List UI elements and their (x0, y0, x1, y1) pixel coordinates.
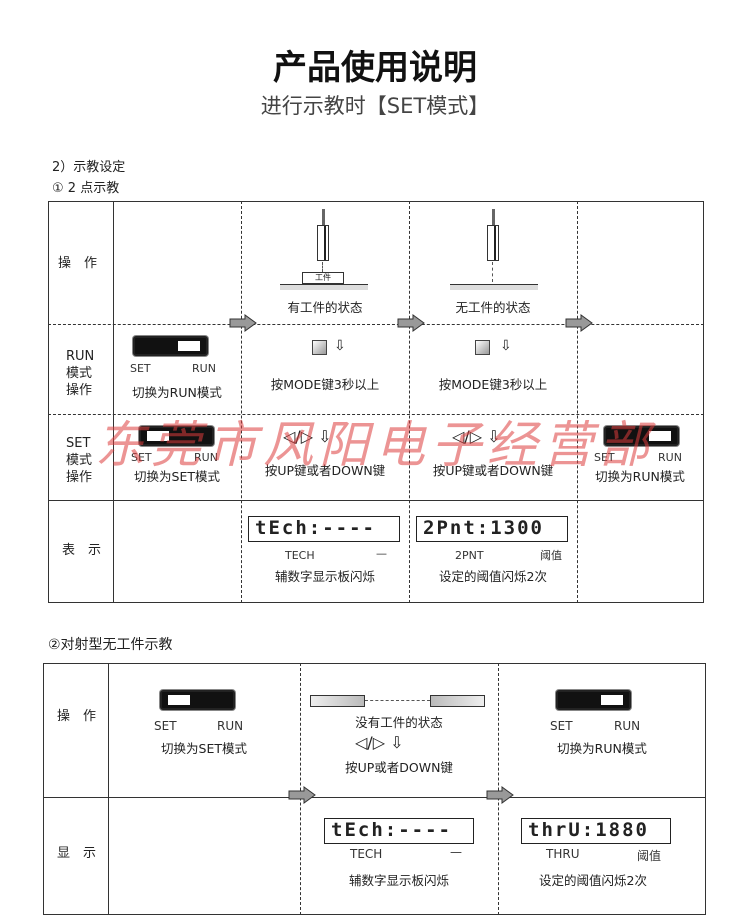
mode-switch-run[interactable] (133, 336, 208, 356)
arrow-right-icon (229, 314, 257, 332)
lcd-display-tech: tEch:---- (324, 818, 474, 844)
arrow-right-icon (288, 786, 316, 804)
switch-run-label: RUN (217, 719, 244, 733)
2pnt-label: 2PNT (455, 549, 484, 562)
switch-set-label: SET (550, 719, 573, 733)
tech-label: TECH (350, 847, 383, 861)
row-label-display: 表 示 (62, 543, 102, 558)
switch-set-label: SET (594, 451, 615, 464)
mode-switch-run[interactable] (556, 690, 631, 710)
updown-text: 按UP或者DOWN键 (345, 760, 453, 775)
two-point-teach-table (48, 201, 704, 603)
page-title: 产品使用说明 (273, 48, 477, 88)
switch-set-label: SET (130, 362, 151, 375)
mode-3s-text: 按MODE键3秒以上 (270, 377, 380, 392)
dash-label: — (450, 845, 462, 859)
without-workpiece-label: 无工件的状态 (455, 300, 531, 315)
switch-to-run-text: 切换为RUN模式 (132, 385, 222, 400)
mode-3s-text: 按MODE键3秒以上 (438, 377, 548, 392)
switch-to-set-text: 切换为SET模式 (134, 469, 220, 484)
page-subtitle: 进行示教时【SET模式】 (260, 94, 490, 118)
up-down-keys-icon: ◁/▷ ⇩ (283, 427, 332, 446)
switch-to-run-text: 切换为RUN模式 (557, 741, 647, 756)
flash-text: 辅数字显示板闪烁 (348, 873, 449, 888)
switch-run-label: RUN (194, 451, 218, 464)
switch-set-label: SET (131, 451, 152, 464)
lcd-display-2pnt: 2Pnt:1300 (416, 516, 568, 542)
with-workpiece-label: 有工件的状态 (287, 300, 363, 315)
section-heading: 2）示教设定 (52, 160, 126, 175)
thru-label: THRU (546, 847, 580, 861)
threshold-label: 阈值 (540, 549, 562, 562)
switch-to-set-text: 切换为SET模式 (161, 741, 247, 756)
mode-key-icon (312, 340, 327, 355)
receiver-icon (430, 695, 485, 707)
switch-set-label: SET (154, 719, 177, 733)
arrow-right-icon (565, 314, 593, 332)
lcd-display-thru: thrU:1880 (521, 818, 671, 844)
dash-label: — (376, 547, 387, 560)
row-label-operation: 操 作 (58, 256, 98, 271)
threshold-label: 阈值 (637, 849, 662, 863)
mode-switch-set[interactable] (139, 426, 214, 446)
switch-run-label: RUN (614, 719, 641, 733)
row-label-display: 显 示 (57, 846, 97, 861)
arrow-right-icon (397, 314, 425, 332)
row-label-operation: 操 作 (57, 709, 97, 724)
tech-label: TECH (285, 549, 315, 562)
mode-key-icon (475, 340, 490, 355)
sensor-icon (317, 225, 329, 261)
switch-run-label: RUN (658, 451, 682, 464)
workpiece-block: 工件 (302, 272, 344, 284)
down-arrow-icon: ⇩ (334, 338, 346, 354)
flash-text: 辅数字显示板闪烁 (274, 569, 375, 584)
updown-text: 按UP键或者DOWN键 (264, 463, 386, 478)
emitter-icon (310, 695, 365, 707)
watermark: 东莞市风阳电子经营部 (95, 416, 655, 474)
mode-switch-set[interactable] (160, 690, 235, 710)
lcd-display-tech: tEch:---- (248, 516, 400, 542)
up-down-keys-icon: ◁/▷ ⇩ (452, 427, 501, 446)
flash-twice-text: 设定的阈值闪烁2次 (439, 569, 547, 584)
switch-to-run-text: 切换为RUN模式 (595, 469, 685, 484)
subsection-thru-beam: ②对射型无工件示教 (48, 637, 173, 653)
switch-run-label: RUN (192, 362, 216, 375)
down-arrow-icon: ⇩ (500, 338, 512, 354)
subsection-2point: ① 2 点示教 (52, 181, 120, 196)
row-label-run-mode: RUN 模式 操作 (66, 349, 95, 398)
no-workpiece-text: 没有工件的状态 (355, 715, 443, 730)
updown-text: 按UP键或者DOWN键 (432, 463, 554, 478)
up-down-keys-icon: ◁/▷ ⇩ (355, 733, 404, 752)
arrow-right-icon (486, 786, 514, 804)
sensor-icon (487, 225, 499, 261)
thru-beam-teach-table (43, 663, 706, 915)
row-label-set-mode: SET 模式 操作 (66, 436, 93, 485)
mode-switch-run[interactable] (604, 426, 679, 446)
flash-twice-text: 设定的阈值闪烁2次 (539, 873, 647, 888)
